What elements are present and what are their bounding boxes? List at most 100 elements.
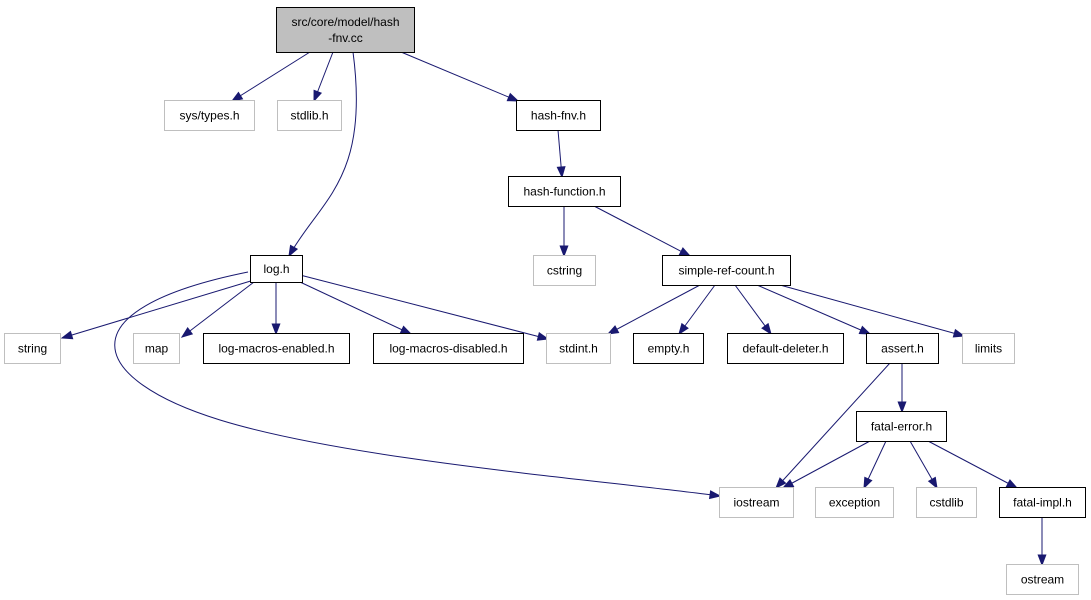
node-box [4, 333, 61, 364]
node-label: exception [829, 496, 880, 510]
edge-line [181, 281, 255, 338]
node-iostream: iostream [719, 487, 794, 518]
node-box [250, 255, 303, 283]
node-log-macros-disabled[interactable]: log-macros-disabled.h [373, 333, 524, 364]
edge-simple-ref-count-to-limits [779, 284, 966, 338]
node-label: hash-function.h [523, 185, 605, 199]
node-box [508, 176, 621, 207]
node-label: simple-ref-count.h [678, 264, 774, 278]
edge-arrowhead [506, 92, 520, 102]
edge-line [782, 440, 871, 489]
node-fatal-error[interactable]: fatal-error.h [856, 411, 947, 442]
node-root[interactable]: src/core/model/hash -fnv.cc [276, 7, 415, 53]
node-label: log.h [263, 262, 289, 276]
edge-root-to-sys-types [230, 51, 311, 102]
edge-fatal-error-to-fatal-impl [927, 440, 1019, 489]
node-hash-function[interactable]: hash-function.h [508, 176, 621, 207]
node-box [1006, 564, 1079, 595]
edge-simple-ref-count-to-stdint [606, 284, 701, 335]
node-box [727, 333, 844, 364]
node-fatal-impl[interactable]: fatal-impl.h [999, 487, 1086, 518]
edge-arrowhead [559, 245, 569, 258]
node-map: map [133, 333, 180, 364]
node-label: stdint.h [559, 342, 598, 356]
edge-log-to-log-macros-enabled [271, 282, 281, 336]
edge-log-to-map [180, 281, 255, 338]
edge-arrowhead [230, 91, 244, 102]
node-log-macros-enabled[interactable]: log-macros-enabled.h [203, 333, 350, 364]
node-box [916, 487, 977, 518]
edge-arrowhead [678, 247, 692, 257]
node-label: stdlib.h [290, 109, 328, 123]
edge-arrowhead [952, 328, 966, 338]
node-assert[interactable]: assert.h [866, 333, 939, 364]
node-label: assert.h [881, 342, 924, 356]
edge-line [114, 271, 721, 497]
edge-arrowhead [1005, 479, 1019, 489]
edge-arrowhead [60, 330, 74, 340]
edge-log-to-string [60, 279, 255, 340]
node-box [866, 333, 939, 364]
node-log[interactable]: log.h [250, 255, 303, 283]
node-box [277, 100, 342, 131]
edge-arrowhead [271, 323, 281, 336]
node-box [133, 333, 180, 364]
edge-arrowhead [313, 89, 323, 103]
edge-arrowhead [775, 477, 787, 490]
edge-line [927, 440, 1018, 489]
node-box [633, 333, 704, 364]
edge-line [607, 284, 701, 335]
edge-assert-to-iostream [775, 362, 891, 490]
node-label: string [18, 342, 47, 356]
edge-simple-ref-count-to-default-deleter [734, 284, 772, 336]
node-empty[interactable]: empty.h [633, 333, 704, 364]
node-label: log-macros-disabled.h [389, 342, 507, 356]
edge-arrowhead [708, 490, 722, 500]
edge-arrowhead [288, 244, 299, 258]
edge-fatal-error-to-iostream [781, 440, 871, 489]
edge-hash-fnv-to-hash-function [556, 129, 566, 179]
edge-simple-ref-count-to-assert [756, 284, 872, 335]
edge-root-to-stdlib [313, 51, 334, 103]
edge-arrowhead [927, 476, 938, 490]
edge-arrowhead [858, 325, 872, 335]
node-box [203, 333, 350, 364]
edge-arrowhead [863, 476, 873, 490]
node-box [546, 333, 611, 364]
node-hash-fnv[interactable]: hash-fnv.h [516, 100, 601, 131]
edge-log-to-stdint [299, 274, 550, 341]
edge-line [756, 284, 871, 335]
node-label: -fnv.cc [328, 31, 362, 45]
node-string: string [4, 333, 61, 364]
node-label: sys/types.h [179, 109, 239, 123]
node-limits: limits [962, 333, 1015, 364]
node-default-deleter[interactable]: default-deleter.h [727, 333, 844, 364]
node-box [999, 487, 1086, 518]
node-label: src/core/model/hash [291, 15, 399, 29]
node-label: iostream [733, 496, 779, 510]
edge-line [593, 205, 691, 257]
node-ostream: ostream [1006, 564, 1079, 595]
edge-root-to-hash-fnv [400, 51, 520, 102]
edges-layer [60, 51, 1047, 567]
edge-fatal-error-to-cstdlib [909, 440, 938, 490]
node-label: fatal-error.h [871, 420, 932, 434]
node-box [962, 333, 1015, 364]
node-stdlib: stdlib.h [277, 100, 342, 131]
node-simple-ref-count[interactable]: simple-ref-count.h [662, 255, 791, 286]
node-cstdlib: cstdlib [916, 487, 977, 518]
node-label: empty.h [648, 342, 690, 356]
node-box [164, 100, 255, 131]
edge-hash-function-to-cstring [559, 206, 569, 258]
edge-fatal-impl-to-ostream [1037, 517, 1047, 567]
nodes-layer: src/core/model/hash -fnv.cc sys/types.h std… [4, 7, 1086, 595]
node-label: map [145, 342, 169, 356]
node-label: ostream [1021, 573, 1064, 587]
node-box [533, 255, 596, 286]
edge-arrowhead [556, 166, 566, 179]
edge-line [775, 362, 891, 489]
node-box [276, 7, 415, 53]
node-label: limits [975, 342, 1002, 356]
node-label: hash-fnv.h [531, 109, 586, 123]
